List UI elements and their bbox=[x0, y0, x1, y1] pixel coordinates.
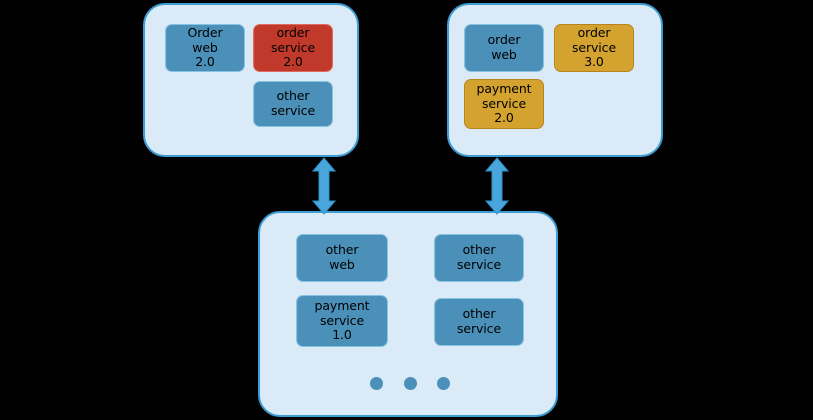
connector-group-a-to-group-c-double-arrow-icon bbox=[311, 157, 337, 215]
service-box-other-service[interactable]: other service bbox=[253, 81, 333, 127]
service-label-version: 2.0 bbox=[494, 110, 514, 126]
service-label-line2: service bbox=[456, 321, 502, 336]
service-label-line1: order bbox=[276, 24, 310, 40]
group-container-c[interactable]: other web other service payment service … bbox=[258, 211, 558, 417]
service-label-version: 2.0 bbox=[195, 54, 215, 70]
service-label-line1: payment bbox=[476, 80, 532, 96]
ellipsis-dot-icon bbox=[403, 376, 417, 390]
service-box-payment-service-2-0[interactable]: payment service 2.0 bbox=[464, 79, 544, 129]
service-box-payment-service-1-0[interactable]: payment service 1.0 bbox=[296, 295, 388, 347]
service-label-line1: order bbox=[577, 24, 611, 40]
service-box-order-service-2-0[interactable]: order service 2.0 bbox=[253, 24, 333, 72]
service-box-order-web-2-0[interactable]: Order web 2.0 bbox=[165, 24, 245, 72]
service-label-line2: web bbox=[192, 39, 218, 55]
service-box-order-web[interactable]: order web bbox=[464, 24, 544, 72]
group-container-a[interactable]: Order web 2.0 order service 2.0 other se… bbox=[143, 3, 359, 157]
service-label-line2: service bbox=[270, 39, 316, 55]
more-services-ellipsis bbox=[370, 375, 450, 391]
service-label-line1: payment bbox=[314, 297, 370, 313]
service-label-version: 3.0 bbox=[584, 54, 604, 70]
service-box-other-web[interactable]: other web bbox=[296, 234, 388, 282]
service-label-line2: web bbox=[329, 257, 355, 272]
service-label-line2: service bbox=[270, 103, 316, 118]
service-label-line1: other bbox=[325, 242, 359, 258]
service-box-order-service-3-0[interactable]: order service 3.0 bbox=[554, 24, 634, 72]
service-label-line1: other bbox=[276, 88, 310, 104]
ellipsis-dot-icon bbox=[370, 376, 383, 390]
service-box-other-service-2[interactable]: other service bbox=[434, 298, 524, 346]
service-label-line2: service bbox=[571, 39, 617, 55]
service-label-line1: Order bbox=[187, 24, 223, 40]
service-label-line1: order bbox=[487, 32, 521, 48]
service-label-line2: service bbox=[456, 257, 502, 272]
service-label-line2: service bbox=[319, 312, 365, 328]
service-label-line2: web bbox=[491, 47, 517, 62]
connector-group-b-to-group-c-double-arrow-icon bbox=[484, 157, 510, 215]
service-label-line1: other bbox=[462, 242, 496, 258]
service-label-version: 1.0 bbox=[332, 327, 352, 343]
service-label-version: 2.0 bbox=[283, 54, 303, 70]
group-container-b[interactable]: order web order service 3.0 payment serv… bbox=[447, 3, 663, 157]
service-label-line1: other bbox=[462, 306, 496, 322]
service-box-other-service-1[interactable]: other service bbox=[434, 234, 524, 282]
ellipsis-dot-icon bbox=[437, 376, 450, 390]
service-label-line2: service bbox=[481, 95, 527, 111]
